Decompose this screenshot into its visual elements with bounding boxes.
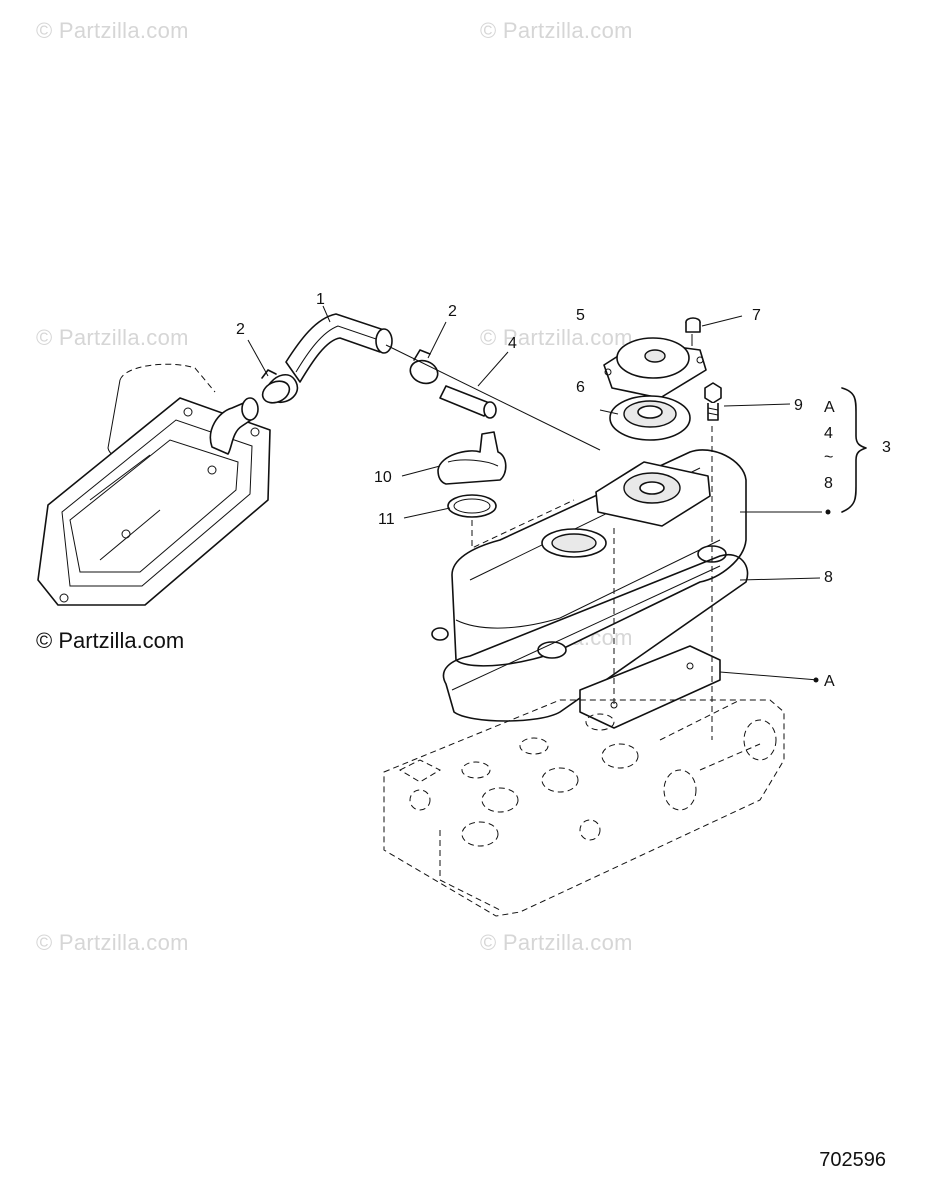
watermark: © Partzilla.com	[480, 18, 633, 43]
breather-cap	[603, 337, 707, 399]
bracket-label-8: 8	[824, 475, 833, 492]
watermark: © Partzilla.com	[480, 930, 633, 955]
intake-manifold	[37, 363, 271, 606]
callout-7: 7	[752, 307, 761, 324]
bracket-label-tilde: ~	[824, 449, 833, 466]
callout-2: 2	[448, 303, 457, 320]
assembly-guide	[471, 499, 575, 549]
valve-cover	[431, 449, 747, 667]
flange-bolt-9	[704, 382, 722, 421]
group-bracket	[841, 387, 867, 513]
figure-number: 702596	[819, 1149, 886, 1171]
callout-10: 10	[374, 469, 392, 486]
valve-cover-gasket	[442, 553, 749, 722]
callout-1: 1	[316, 291, 325, 308]
assembly-line	[385, 344, 601, 451]
copyright-credit: © Partzilla.com	[36, 628, 185, 653]
filler-cap-oring	[447, 494, 497, 518]
callout-8: 8	[824, 569, 833, 586]
callout-5: 5	[576, 307, 585, 324]
hose-fitting	[439, 385, 497, 419]
callout-6: 6	[576, 379, 585, 396]
callout-11: 11	[378, 511, 395, 528]
cap-screw-7	[685, 317, 701, 346]
callout-2: 2	[236, 321, 245, 338]
watermark: © Partzilla.com	[36, 930, 189, 955]
bracket-label-4: 4	[824, 425, 833, 442]
callout-9: 9	[794, 397, 803, 414]
watermark: © Partzilla.com	[480, 325, 633, 350]
watermark: © Partzilla.com	[36, 325, 189, 350]
breather-diaphragm	[609, 395, 691, 441]
callout-4: 4	[508, 335, 517, 352]
oil-filler-cap	[437, 431, 507, 485]
callout-3: 3	[882, 439, 891, 456]
callout-A: A	[824, 673, 835, 690]
bracket-label-a: A	[824, 399, 835, 416]
hose-clamp-left	[261, 369, 291, 404]
watermark: © Partzilla.com	[36, 18, 189, 43]
cylinder-head	[383, 699, 785, 917]
leader-lines	[247, 305, 831, 683]
baffle-plate	[579, 645, 721, 729]
hose-clamp-right	[409, 349, 439, 385]
